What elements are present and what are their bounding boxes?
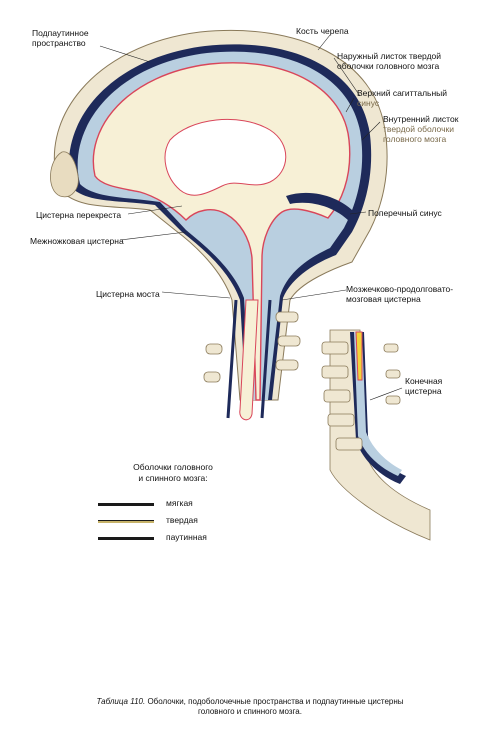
lumbar-spine-inset <box>322 330 430 540</box>
label-chiasm-cistern: Цистерна перекреста <box>36 210 121 220</box>
label-pontine-cistern: Цистерна моста <box>96 289 160 299</box>
label-subarachnoid-space: Подпаутинное пространство <box>32 28 89 48</box>
label-inner-dura: Внутренний листок <box>383 114 458 124</box>
caption-line-2: головного и спинного мозга. <box>198 707 302 716</box>
label-transverse-sinus: Поперечный синус <box>368 208 442 218</box>
legend-line-arachnoid <box>98 537 154 540</box>
label-outer-dura: Наружный листок твердой оболочки головно… <box>337 51 441 71</box>
legend-label-arachnoid: паутинная <box>166 532 207 543</box>
caption-number: Таблица 110. <box>96 697 145 706</box>
caption-line-1: Оболочки, подоболочечные пространства и … <box>147 697 403 706</box>
legend-line-pia <box>98 503 154 506</box>
label-cerebellomedullary-cistern: Мозжечково-продолговато- мозговая цистер… <box>346 284 453 304</box>
label-terminal-cistern: Конечная цистерна <box>405 376 442 396</box>
legend-item-pia: мягкая <box>98 498 258 510</box>
legend-title: Оболочки головного и спинного мозга: <box>118 462 228 484</box>
label-interpeduncular-cistern: Межножковая цистерна <box>30 236 124 246</box>
legend-label-pia: мягкая <box>166 498 193 509</box>
legend-item-arachnoid: паутинная <box>98 532 258 544</box>
label-sagittal-sinus-2: синус <box>357 98 379 108</box>
figure-caption: Таблица 110. Оболочки, подоболочечные пр… <box>60 697 440 717</box>
label-skull-bone: Кость черепа <box>296 26 349 36</box>
label-inner-dura-2: твердой оболочки головного мозга <box>383 124 454 144</box>
legend-line-dura <box>98 520 154 523</box>
legend-label-dura: твердая <box>166 515 198 526</box>
label-sagittal-sinus: Верхний сагиттальный <box>357 88 447 98</box>
legend-item-dura: твердая <box>98 515 258 527</box>
